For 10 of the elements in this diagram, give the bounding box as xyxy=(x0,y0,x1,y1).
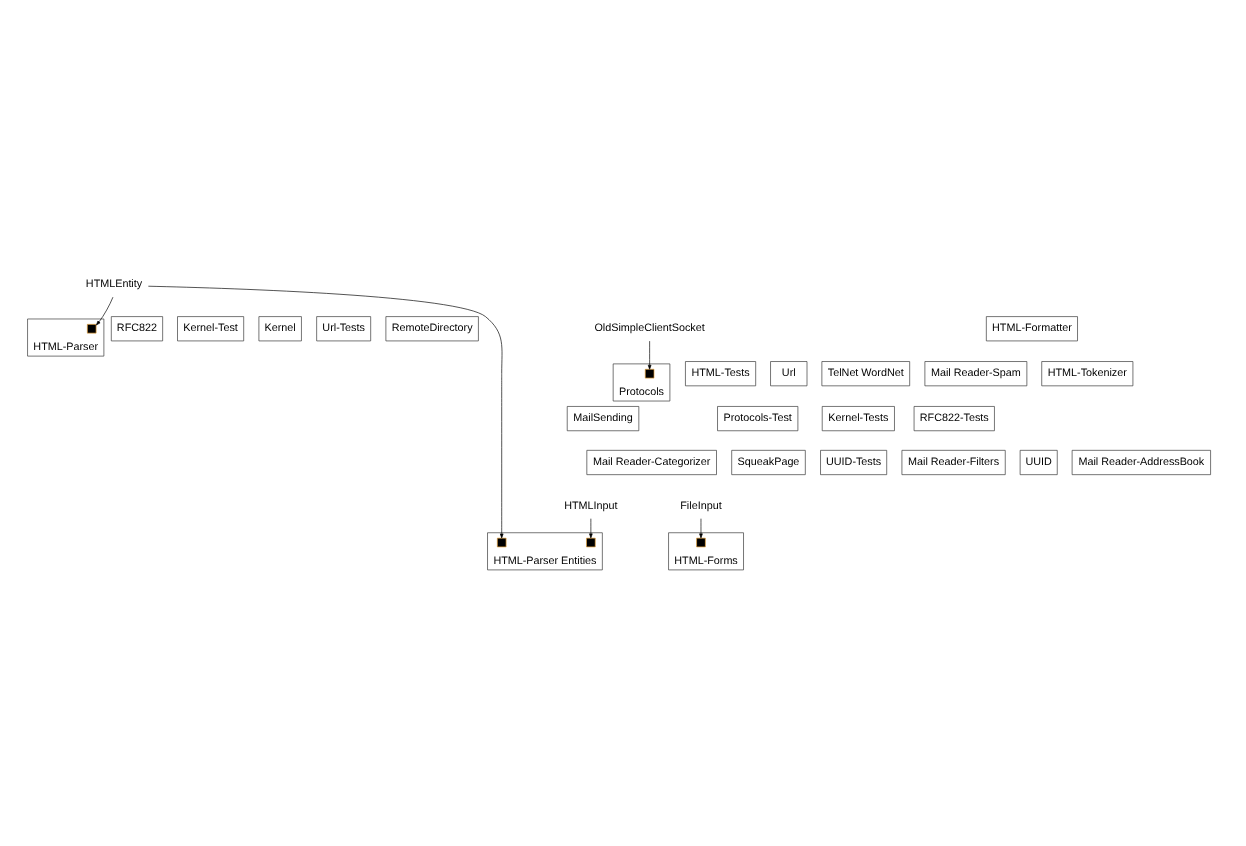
arrow xyxy=(647,339,652,369)
arrow xyxy=(589,517,593,538)
node-box xyxy=(586,536,596,547)
node-box xyxy=(644,367,655,378)
node-box xyxy=(497,536,507,547)
node-box xyxy=(696,536,706,547)
arrow xyxy=(148,284,504,538)
arrow xyxy=(699,517,703,538)
arrow xyxy=(96,295,114,325)
node-box xyxy=(87,323,97,333)
